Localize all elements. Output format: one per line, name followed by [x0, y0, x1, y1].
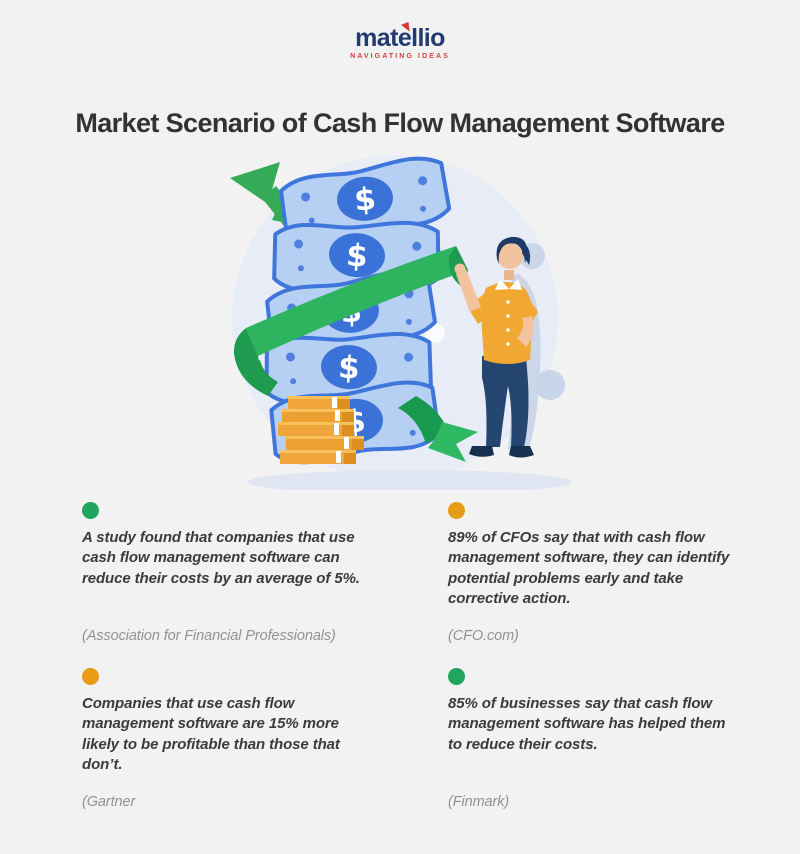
logo-wordmark: matellio	[355, 24, 445, 52]
stat-text: Companies that use cash flow management …	[82, 695, 340, 774]
hair	[496, 236, 528, 264]
stat-text: A study found that companies that use ca…	[82, 529, 360, 587]
stat-source: (Association for Financial Professionals…	[82, 628, 336, 644]
stat-bullet-dot	[82, 502, 99, 519]
stat-bullet-dot	[448, 502, 465, 519]
dollar-sign-icon: $	[337, 350, 360, 387]
dollar-sign-icon: $	[353, 181, 378, 219]
person-head	[495, 236, 531, 290]
coins-stack	[278, 396, 364, 464]
shoe	[509, 446, 534, 458]
matellio-logo: matellio	[355, 19, 445, 52]
shoe	[469, 446, 494, 457]
stat-card: 85% of businesses say that cash flow man…	[448, 668, 733, 810]
money-bill: $	[264, 327, 434, 410]
stats-grid: A study found that companies that use ca…	[82, 502, 733, 810]
stat-text: 85% of businesses say that cash flow man…	[448, 695, 726, 753]
ground-shadow	[248, 470, 572, 494]
stat-source: (Finmark)	[448, 794, 510, 810]
illustration-svg: $ $ $ $ $	[230, 154, 572, 494]
stat-source: (CFO.com)	[448, 628, 519, 644]
person-legs	[469, 356, 534, 458]
hand	[454, 263, 466, 275]
stat-bullet-dot	[448, 668, 465, 685]
person-torso	[454, 263, 538, 364]
page-title: Market Scenario of Cash Flow Management …	[75, 108, 725, 139]
header-logo: matellio NAVIGATING IDEAS	[0, 19, 800, 60]
growth-ribbon-front	[233, 246, 478, 462]
stat-bullet-dot	[82, 668, 99, 685]
logo-tagline: NAVIGATING IDEAS	[350, 53, 450, 60]
cash-flow-illustration: $ $ $ $ $	[220, 150, 580, 494]
stat-card: Companies that use cash flow management …	[82, 668, 367, 810]
stat-text: 89% of CFOs say that with cash flow mana…	[448, 529, 730, 608]
deco-circle-gray	[535, 370, 565, 400]
stat-card: A study found that companies that use ca…	[82, 502, 367, 644]
money-bill: $	[277, 154, 454, 247]
money-bill: $	[269, 211, 445, 302]
stat-source: (Gartner	[82, 794, 136, 810]
dollar-sign-icon: $	[345, 237, 369, 274]
person-figure	[454, 236, 545, 458]
stat-card: 89% of CFOs say that with cash flow mana…	[448, 502, 733, 644]
